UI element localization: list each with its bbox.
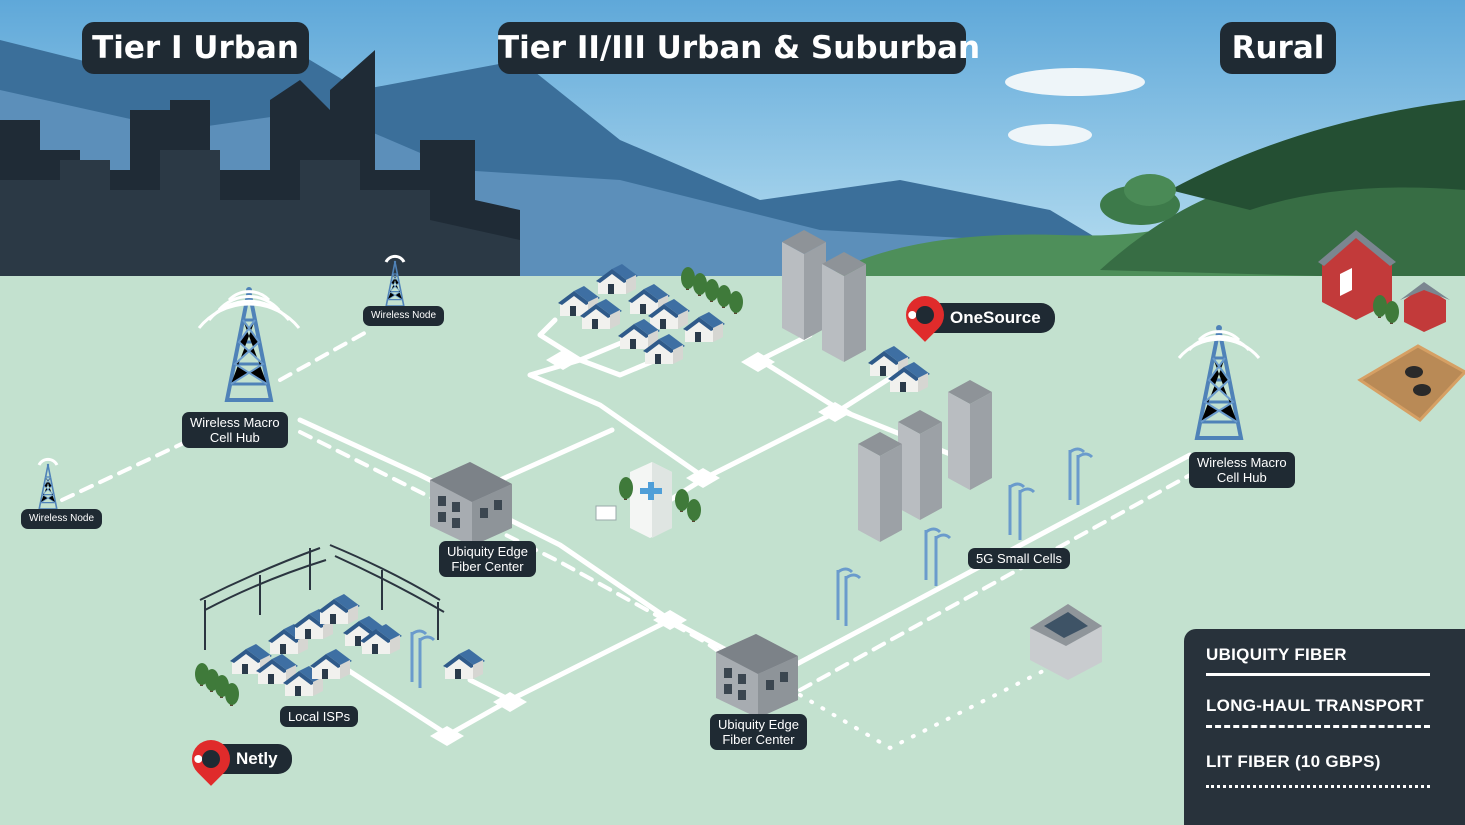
macro-hub-right-line1: Wireless Macro [1197,455,1287,470]
tier-urban-title: Tier I Urban [82,22,309,74]
edge-center-1-line2: Fiber Center [451,559,524,574]
wireless-node-left-label: Wireless Node [21,509,103,529]
wireless-node-top-label: Wireless Node [363,306,445,326]
edge-center-2-label: Ubiquity Edge Fiber Center [710,714,807,750]
legend-panel: UBIQUITY FIBER LONG-HAUL TRANSPORT LIT F… [1184,629,1465,825]
legend-dotted-line [1206,785,1430,788]
pin-dot [906,309,918,321]
edge-center-1-line1: Ubiquity Edge [447,544,528,559]
edge-center-2-line1: Ubiquity Edge [718,717,799,732]
pin-dot [192,753,204,765]
legend-dashed-line [1206,725,1430,728]
macro-hub-left-line1: Wireless Macro [190,415,280,430]
tier-rural-title: Rural [1220,22,1336,74]
macro-hub-right-line2: Cell Hub [1216,470,1267,485]
legend-solid-line [1206,673,1430,676]
tier-suburban-title: Tier II/III Urban & Suburban [498,22,980,74]
macro-hub-left-line2: Cell Hub [209,430,260,445]
macro-hub-left-label: Wireless Macro Cell Hub [182,412,288,448]
small-cells-label: 5G Small Cells [968,548,1070,569]
edge-center-1-label: Ubiquity Edge Fiber Center [439,541,536,577]
local-isps-label: Local ISPs [280,706,359,727]
legend-ubiquity-fiber: UBIQUITY FIBER [1206,645,1347,664]
macro-hub-right-label: Wireless Macro Cell Hub [1189,452,1295,488]
legend-long-haul: LONG-HAUL TRANSPORT [1206,696,1424,715]
legend-lit-fiber: LIT FIBER (10 GBPS) [1206,752,1381,771]
edge-center-2-line2: Fiber Center [722,732,795,747]
